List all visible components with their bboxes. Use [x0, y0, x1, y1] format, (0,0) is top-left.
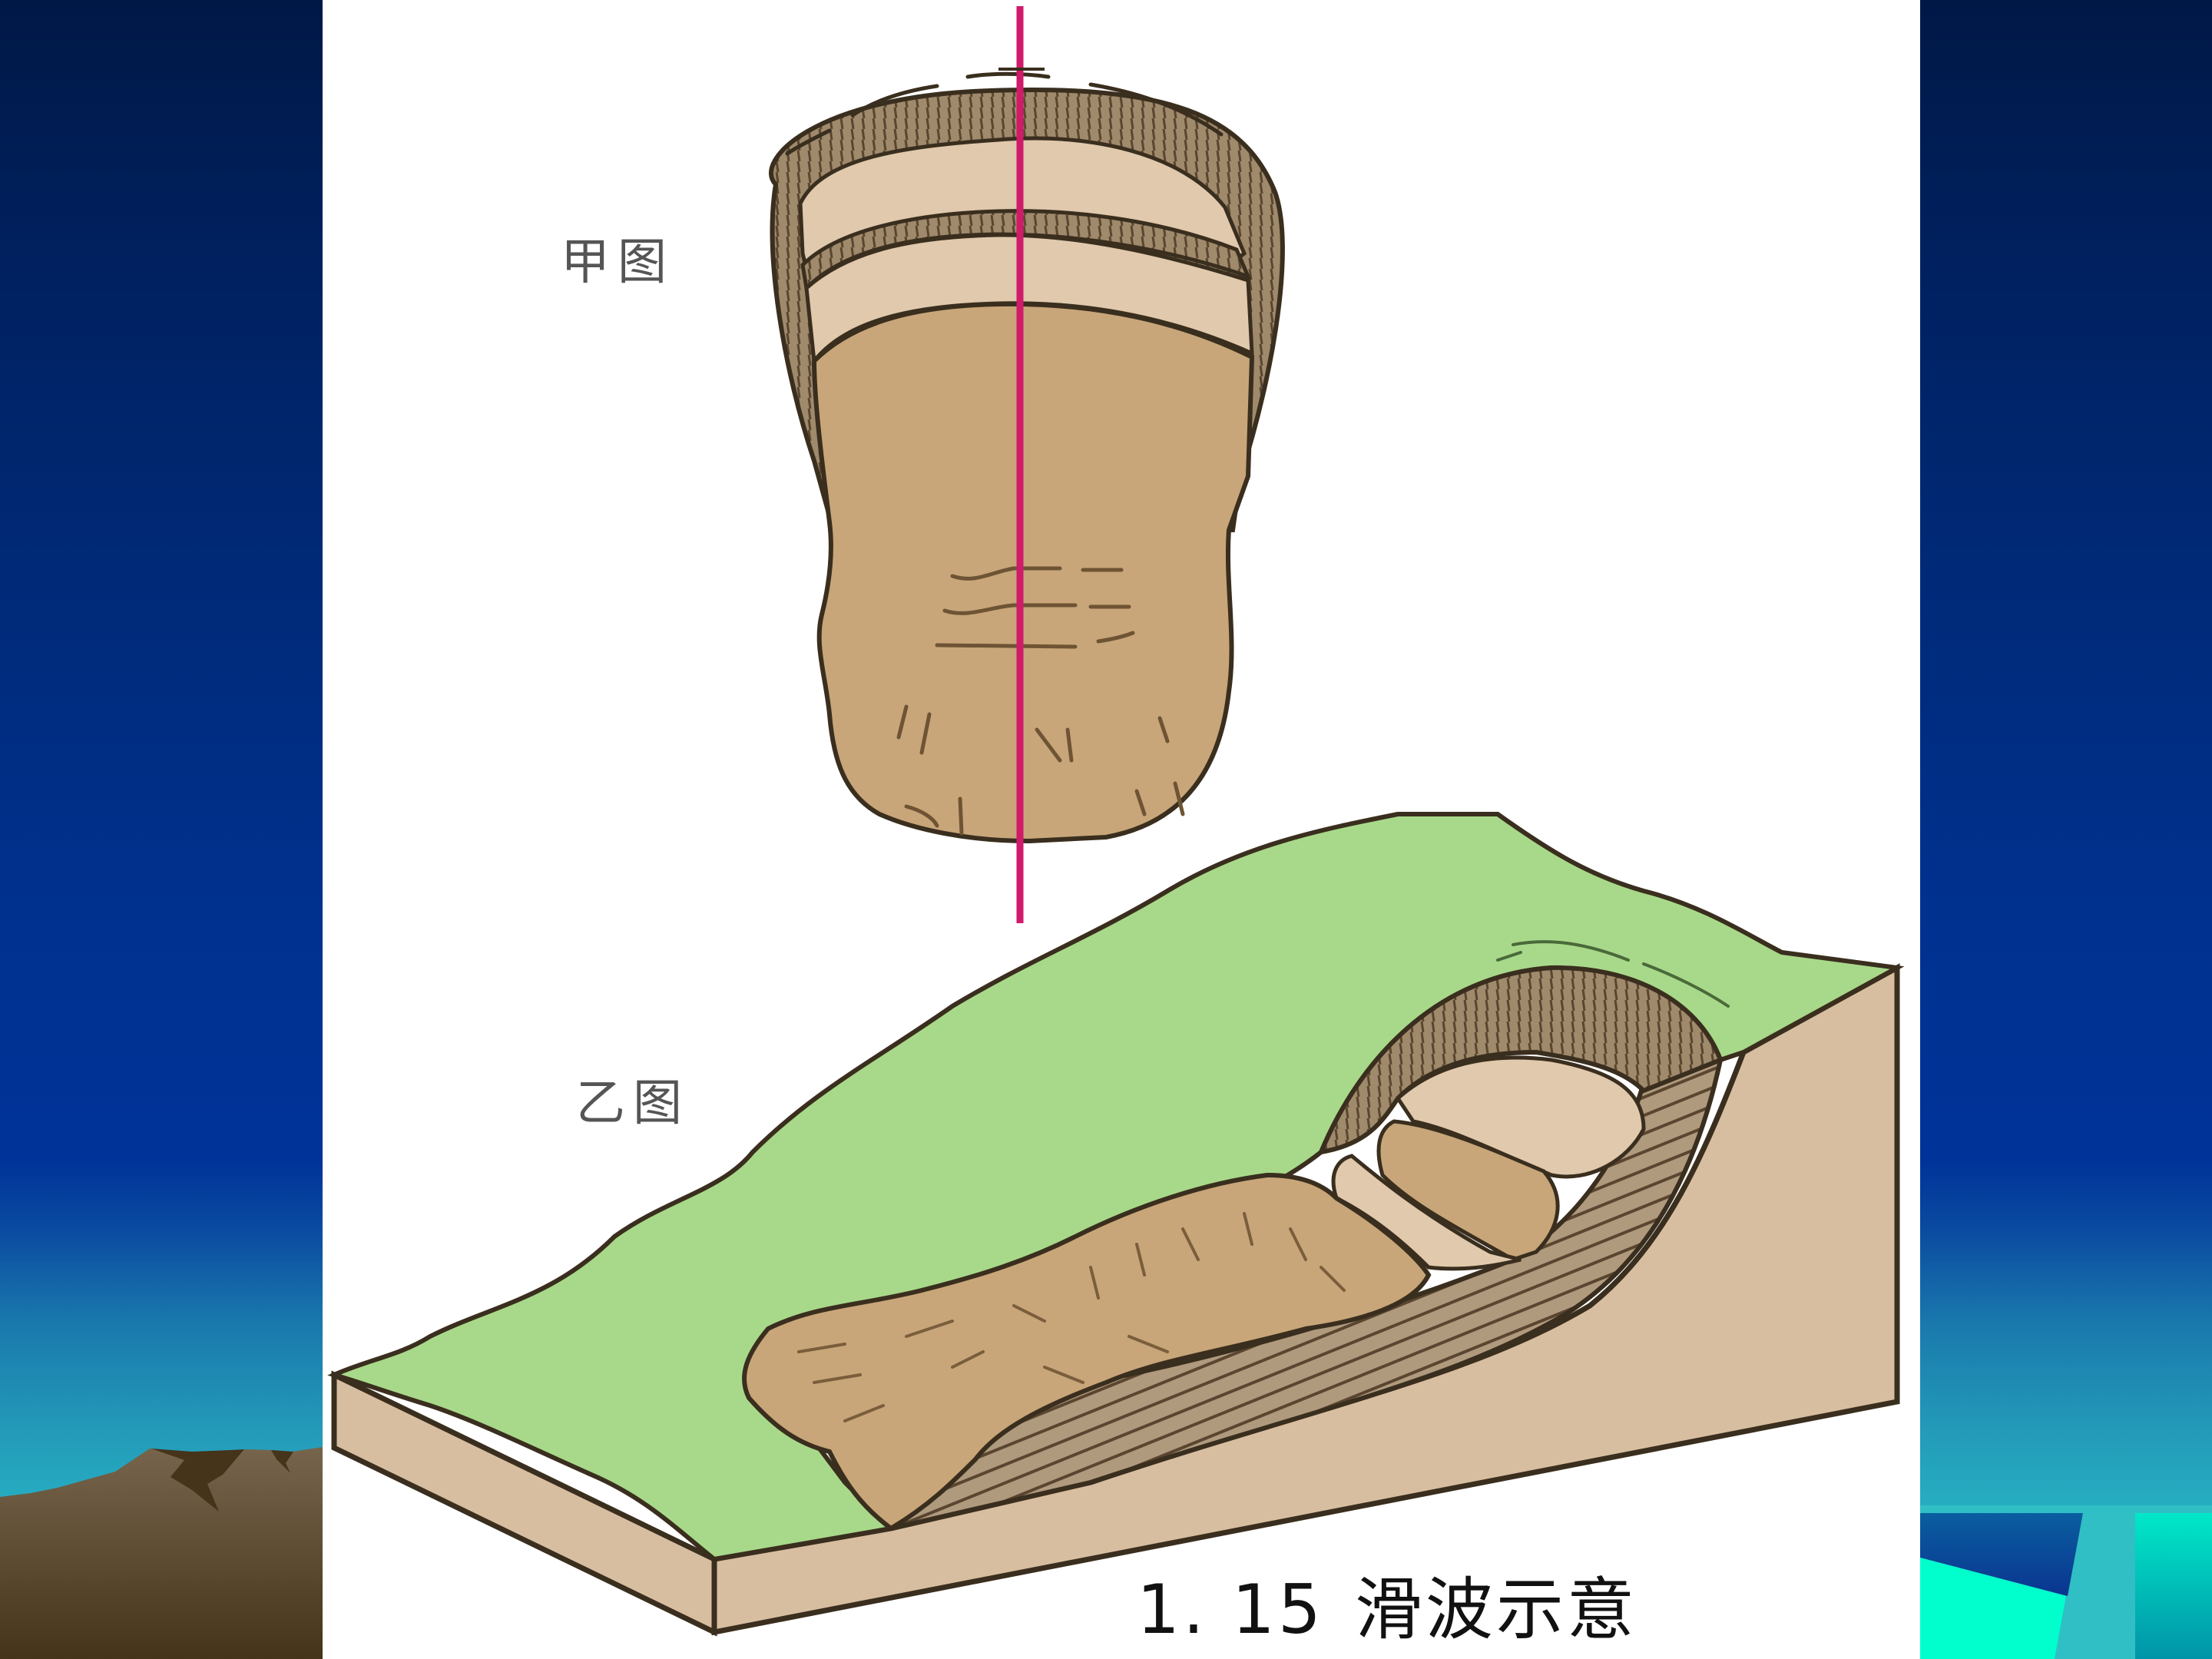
block-view-label: 乙图: [576, 1075, 690, 1132]
cyan-block-decoration: [1920, 1505, 2212, 1659]
top-view-diagram: [769, 6, 1285, 923]
figure-panel: 甲图 乙图 1. 15 滑波示意: [323, 0, 1920, 1659]
caption-text: 滑波示意: [1354, 1570, 1637, 1649]
mountain-decoration: [0, 1447, 323, 1659]
top-view-label: 甲图: [561, 234, 674, 291]
figure-caption: 1. 15 滑波示意: [1137, 1555, 1637, 1653]
caption-number: 1. 15: [1137, 1570, 1324, 1649]
block-view-diagram: [327, 812, 1905, 1637]
landslide-illustration: [327, 6, 1905, 1637]
